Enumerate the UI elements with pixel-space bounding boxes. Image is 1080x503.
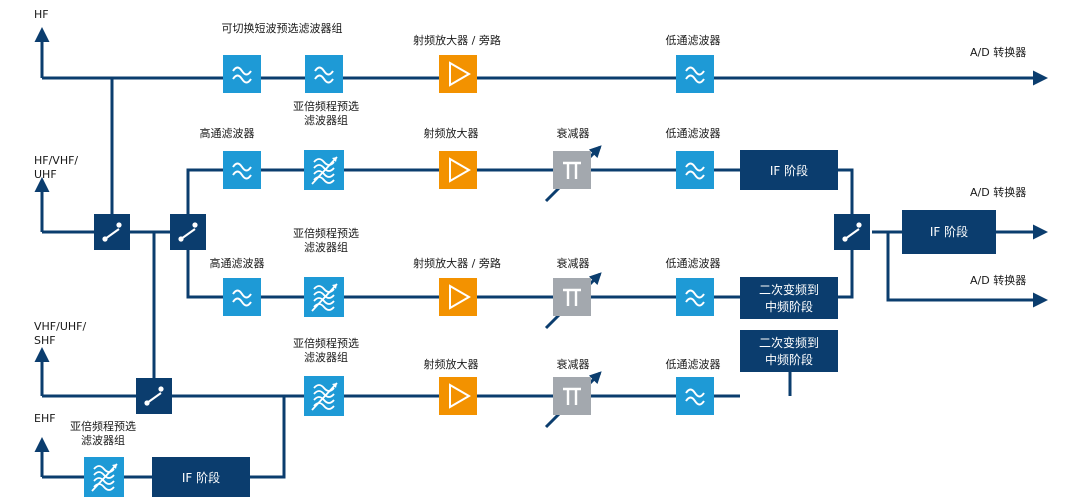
label-ad-converter-1: A/D 转换器 [970,45,1026,59]
row3-sub-octave-preselector [304,277,344,317]
row3-attenuator [553,278,591,316]
ehf-if-stage: IF 阶段 [152,457,250,497]
svg-text:二次变频到: 二次变频到 [759,335,819,350]
row4-second-conversion-block: 二次变频到 中频阶段 [740,330,838,372]
output-if-stage: IF 阶段 [902,210,996,254]
row4-lowpass-filter [676,377,714,415]
svg-text:IF 阶段: IF 阶段 [770,163,808,178]
label-rf-amp-bypass-1: 射频放大器 / 旁路 [413,33,501,47]
switch-path-select [170,214,206,250]
input-label-hf-vhf-uhf-1: HF/VHF/ [34,154,78,167]
label-attenuator-3: 衰减器 [557,256,590,270]
label-sub-octave-3a: 亚倍频程预选 [293,336,359,350]
svg-text:中频阶段: 中频阶段 [765,299,813,314]
label-attenuator-4: 衰减器 [557,357,590,371]
label-highpass-1: 高通滤波器 [200,126,255,140]
row4-sub-octave-preselector [304,376,344,416]
input-label-vhf-uhf-shf-2: SHF [34,334,56,347]
label-rf-amp-bypass-3: 射频放大器 / 旁路 [413,256,501,270]
label-sub-octave-2b: 滤波器组 [304,240,348,254]
row2-attenuator [553,151,591,189]
label-sub-octave-4b: 滤波器组 [81,433,125,447]
row2-if-stage: IF 阶段 [740,150,838,190]
label-lowpass-3: 低通滤波器 [666,257,721,270]
row2-sub-octave-preselector [304,150,344,190]
hf-switchable-preselector-filter-1 [223,55,261,93]
row3-rf-amplifier [439,278,477,316]
label-lowpass-4: 低通滤波器 [666,358,721,371]
label-sub-octave-2a: 亚倍频程预选 [293,226,359,240]
row4-rf-amplifier [439,377,477,415]
label-rf-amp-2: 射频放大器 [424,126,479,140]
label-sub-octave-1a: 亚倍频程预选 [293,99,359,113]
input-label-vhf-uhf-shf-1: VHF/UHF/ [34,320,86,333]
label-rf-amp-4: 射频放大器 [424,357,479,371]
label-sub-octave-3b: 滤波器组 [304,350,348,364]
hf-rf-amplifier [439,55,477,93]
input-label-ehf: EHF [34,412,56,425]
row4-attenuator [553,377,591,415]
switch-input-select [94,214,130,250]
label-switchable-preselector: 可切换短波预选滤波器组 [222,21,343,35]
row2-lowpass-filter [676,151,714,189]
svg-text:IF 阶段: IF 阶段 [182,470,220,485]
row2-rf-amplifier [439,151,477,189]
row2-highpass-filter [223,151,261,189]
svg-text:中频阶段: 中频阶段 [765,352,813,367]
label-attenuator-2: 衰减器 [557,126,590,140]
hf-lowpass-filter [676,55,714,93]
label-sub-octave-4a: 亚倍频程预选 [70,419,136,433]
row3-lowpass-filter [676,278,714,316]
svg-text:IF 阶段: IF 阶段 [930,224,968,239]
label-sub-octave-1b: 滤波器组 [304,113,348,127]
hf-switchable-preselector-filter-2 [305,55,343,93]
label-highpass-2: 高通滤波器 [210,256,265,270]
svg-text:二次变频到: 二次变频到 [759,282,819,297]
row3-highpass-filter [223,278,261,316]
ehf-sub-octave-preselector [84,457,124,497]
switch-output-select [834,214,870,250]
row3-second-conversion-block: 二次变频到 中频阶段 [740,277,838,319]
label-ad-converter-2: A/D 转换器 [970,185,1026,199]
switch-shf-select [136,378,172,414]
label-lowpass-2: 低通滤波器 [666,127,721,140]
label-lowpass-1: 低通滤波器 [666,34,721,47]
signal-wires [34,27,1048,479]
input-label-hf-vhf-uhf-2: UHF [34,168,57,181]
label-ad-converter-3: A/D 转换器 [970,273,1026,287]
input-label-hf: HF [34,8,49,21]
